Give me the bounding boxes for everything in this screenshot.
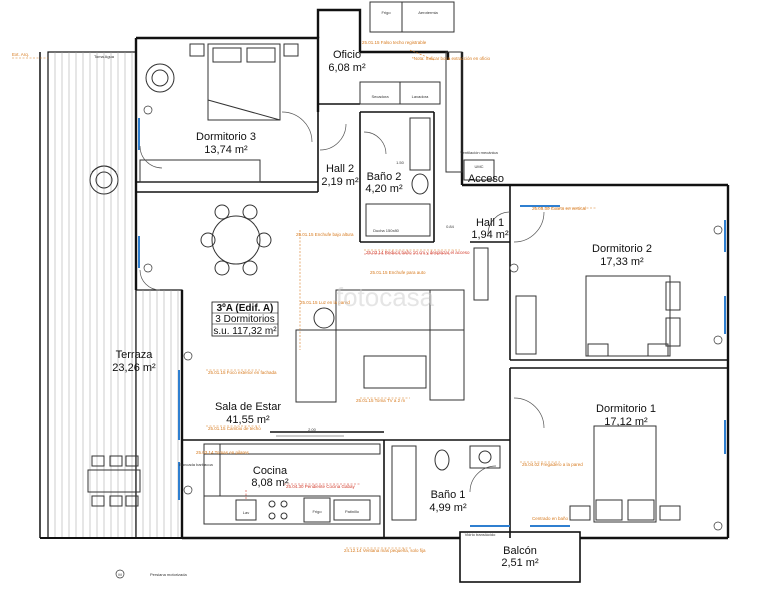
umc-label: UMC [474,164,483,169]
lav-label: Lav [243,510,249,515]
patinillo-label: Patinillo [345,509,360,514]
persiana-marker-label: M [118,572,121,577]
room-hall-2-area: 2,19 m² [321,176,359,188]
wardrobe-dormitorio-2-icon [515,295,537,355]
note-10: 25.04.02 Fregadero a la pared [522,462,583,467]
room-dormitorio-2-area: 17,33 m² [600,256,644,268]
interior-walls [136,103,728,583]
room-hall-2-name: Hall 2 [326,163,354,175]
room-cocina-area: 8,08 m² [251,477,289,489]
bano-2-fixtures [365,117,431,237]
terrace-deck [39,51,190,539]
top-utility-boxes [369,1,455,33]
room-balcon-area: 2,51 m² [501,557,539,569]
bed-dormitorio-1-icon [569,425,681,523]
wardrobe-dormitorio-3-icon [139,159,261,183]
room-sala-name: Sala de Estar [215,401,281,413]
note-7: 25.01.15 Toma TV a 2 m [356,398,405,403]
room-hall-1-area: 1,94 m² [471,229,509,241]
note-6: 25.01.15 Enchufe para auto [370,270,426,275]
room-dormitorio-1-name: Dormitorio 1 [596,403,656,415]
persiana-markers [115,105,723,579]
oficio-appliances [359,51,463,173]
acceso-label: Acceso [468,173,504,185]
hall-1-elements [463,159,495,301]
toma-agua-label: Toma Agua [94,54,115,59]
note-13: 25.01.15 Cambio de techo [208,426,261,431]
room-terraza-area: 23,26 m² [112,362,156,374]
windows [138,118,726,527]
room-bano-1-name: Baño 1 [431,489,466,501]
note-8: 25.01.15 Foco exterior en fachada [208,370,277,375]
room-bano-1-area: 4,99 m² [429,502,467,514]
summary-unit: 3ºA (Edif. A) [217,303,274,314]
bed-dormitorio-3-icon [189,43,299,121]
bancada-label: Bancada barbacoa [179,462,213,467]
room-hall-1-name: Hall 1 [476,217,504,229]
note-11: 24.12.14 Ventana más pequeña, solo fija [344,548,426,553]
room-dormitorio-1-area: 17,12 m² [604,416,648,428]
room-oficio-area: 6,08 m² [328,62,366,74]
room-bano-2-area: 4,20 m² [365,183,403,195]
ventilacion-label: Ventilación mecánica [460,150,498,155]
summary-area: s.u. 117,32 m² [213,326,277,337]
room-dormitorio-3-name: Dormitorio 3 [196,131,256,143]
vidrio-translucido-label: Vidrio translúcido [465,532,496,537]
room-balcon-name: Balcón [503,545,537,557]
note-15: Centrado en baño [532,516,569,521]
dim-200-label: 2.00 [308,427,317,432]
lavadora-label: Lavadora [412,94,429,99]
door-swings [139,111,545,493]
persiana-label: Persiana motorizada [150,572,187,577]
terrace-dining-set-icon [87,455,141,507]
room-dormitorio-3-area: 13,74 m² [204,144,248,156]
note-3: 25.03.14 Reducir baño 10 cm y desplazar … [366,250,470,255]
note-14: 25.03.14 Tomas en pilares [196,450,249,455]
note-5: 25.05.30 Cuarto en vertical [532,206,586,211]
sofa-set-icon [295,289,465,403]
summary-bedrooms: 3 Dormitorios [215,314,274,325]
room-terraza-name: Terraza [116,349,154,361]
armchair-dormitorio-3-icon [145,63,175,93]
dining-table-icon [200,204,272,276]
note-2: 25.01.15 Falso techo registrable [362,40,427,45]
dim-150-label: 1.50 [396,160,405,165]
kitchen-counter [203,443,381,525]
frigo-label: Frigo [312,509,322,514]
note-4: 25.01.15 Enchufe bajo altura [296,232,354,237]
note-1: *Nota: Indicar boca extracción en oficio [412,56,491,61]
aerotermia-label: Aerotermia [418,10,438,15]
room-oficio-name: Oficio [333,49,361,61]
red-annotation-leaders [245,253,450,500]
ext-arq-label: Ext. Arq. [12,52,29,57]
ducha-label: Ducha 150x80 [373,228,400,233]
room-sala-area: 41,55 m² [226,414,270,426]
bed-dormitorio-2-icon [585,275,681,357]
terrace-armchair-icon [89,165,119,195]
unit-summary-box: 3ºA (Edif. A) 3 Dormitorios s.u. 117,32 … [211,301,279,337]
room-dormitorio-2-name: Dormitorio 2 [592,243,652,255]
watermark-logo: fotocasa [336,282,435,312]
frigo-top-label: Frigo [381,10,391,15]
room-cocina-name: Cocina [253,465,288,477]
note-12: 25.01.15 Luz en la pared [300,300,350,305]
secadora-label: Secadora [371,94,389,99]
note-9: 25.04.30 Pendiente Cocina Gabay [286,484,356,489]
room-bano-2-name: Baño 2 [367,171,402,183]
annotation-leaders [12,49,596,549]
dim-084-label: 0.84 [446,224,455,229]
